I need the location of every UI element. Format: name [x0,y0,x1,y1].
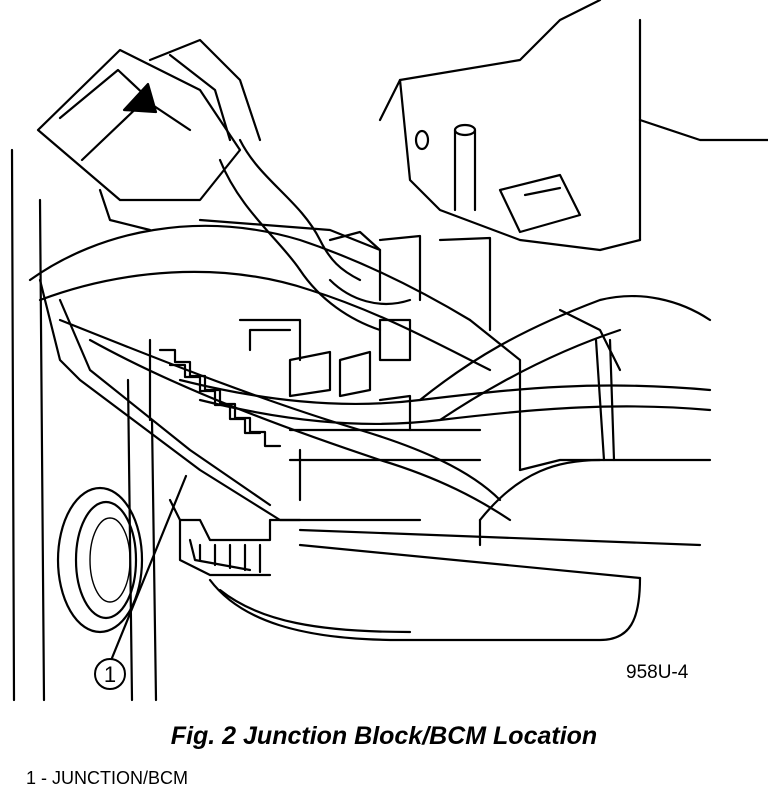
figure-code: 958U-4 [626,662,689,683]
callout-leader-line [110,474,188,660]
callout-1: 1 [94,658,126,690]
bottom-tray [208,458,642,642]
callout-1-number: 1 [104,662,116,687]
top-connector-plug [36,38,262,232]
wiring-harness [28,138,712,522]
left-trim-panel [10,148,158,702]
round-knob [56,486,144,634]
dash-panel [378,0,768,252]
junction-block-illustration: 1 [10,0,768,702]
figure-caption: Fig. 2 Junction Block/BCM Location [170,722,598,750]
lower-bracket [168,498,702,580]
legend-item: 1 - JUNCTION/BCM [26,768,188,788]
junction-block-body [38,218,712,522]
